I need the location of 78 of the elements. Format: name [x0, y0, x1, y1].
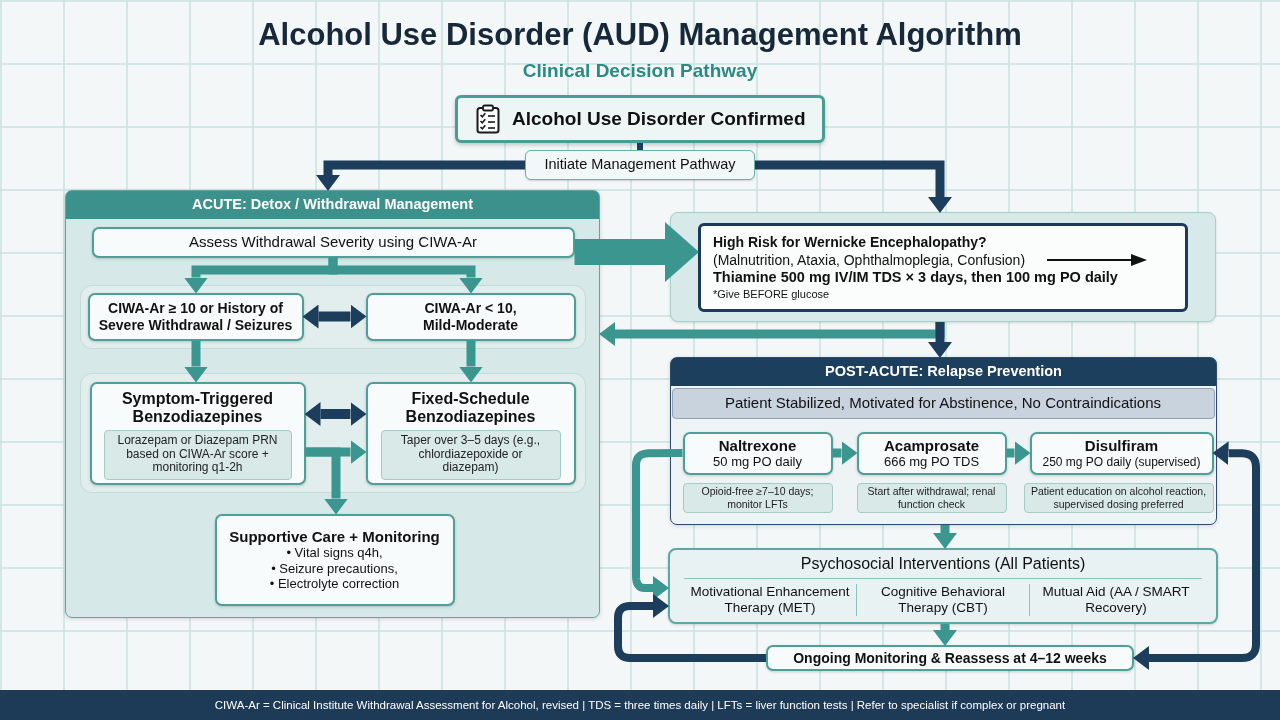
- arrow: [614, 594, 766, 662]
- arrow: [328, 257, 483, 294]
- note-text: Lorazepam or Diazepam PRN based on CIWA-Ar score + monitoring q1-2h: [116, 433, 279, 476]
- criteria-text: Patient Stabilized, Motivated for Abstinence, No Contraindications: [724, 394, 1162, 412]
- note-box: [1023, 482, 1214, 513]
- dosage-text: Thiamine 500 mg IV/IM TDS × 3 days, then 100 mg PO daily: [713, 269, 1118, 287]
- medication-box: [856, 431, 1007, 475]
- arrow: [459, 340, 483, 383]
- arrow: [316, 160, 525, 191]
- arrow: [755, 160, 952, 213]
- treatment-box: [365, 381, 576, 485]
- arrow: [933, 525, 957, 549]
- arrow: [305, 447, 348, 515]
- criteria-box: [87, 292, 304, 341]
- drug-name: Acamprosate: [883, 436, 979, 455]
- option-text: Motivational Enhancement Therapy (MET): [689, 583, 851, 616]
- highlight-panel: [670, 212, 1216, 322]
- step-text: Ongoing Monitoring & Reassess at 4–12 weeks: [793, 649, 1107, 667]
- arrow: [632, 449, 683, 600]
- criteria-text: CIWA-Ar ≥ 10 or History of Severe Withdrawal / Seizures: [97, 300, 294, 333]
- criteria-text: CIWA-Ar < 10, Mild-Moderate: [422, 300, 519, 333]
- heading: Symptom-Triggered Benzodiazepines: [120, 389, 275, 428]
- double-arrow: [1133, 441, 1260, 670]
- dose-text: 666 mg PO TDS: [883, 454, 980, 470]
- note-text: Patient education on alcohol reaction, supervised dosing preferred: [1029, 485, 1208, 510]
- intervention-panel: [668, 548, 1218, 624]
- subtitle: Clinical Decision Pathway: [522, 60, 758, 82]
- arrow: [928, 322, 952, 358]
- note-box: [856, 482, 1007, 513]
- dose-text: 250 mg PO daily (supervised): [1042, 454, 1201, 469]
- step-text: Assess Withdrawal Severity using CIWA-Ar: [189, 233, 477, 251]
- option-text: Cognitive Behavioral Therapy (CBT): [856, 583, 1029, 616]
- decision-box: [698, 223, 1188, 312]
- process-box: [766, 645, 1134, 671]
- note-text: Taper over 3–5 days (e.g., chlordiazepoxide or diazepam): [400, 433, 541, 476]
- step-text: Initiate Management Pathway: [544, 156, 736, 174]
- criteria-text: (Malnutrition, Ataxia, Ophthalmoplegia, Confusion): [713, 251, 1026, 269]
- criteria-box: [365, 292, 576, 341]
- start-box: [455, 95, 825, 143]
- arrow: [184, 340, 208, 383]
- heading: Supportive Care + Monitoring: [229, 527, 440, 546]
- criteria-band: [671, 387, 1215, 419]
- double-arrow: [302, 304, 367, 329]
- detail-box: [103, 429, 292, 480]
- note-text: Start after withdrawal; renal function check: [866, 485, 997, 510]
- question-text: High Risk for Wernicke Encephalopathy?: [713, 234, 987, 251]
- phase-panel: [670, 357, 1217, 525]
- phase-panel: [65, 190, 600, 618]
- heading: Alcohol Use Disorder Confirmed: [512, 107, 806, 131]
- option-text: Mutual Aid (AA / SMART Recovery): [1029, 583, 1202, 616]
- double-arrow: [304, 402, 367, 426]
- drug-name: Naltrexone: [718, 436, 797, 455]
- heading: Psychosocial Interventions (All Patients): [684, 555, 1202, 579]
- treatment-box: [89, 381, 306, 485]
- dose-text: 50 mg PO daily: [713, 454, 802, 470]
- note-text: Opioid-free ≥7–10 days; monitor LFTs: [700, 485, 815, 510]
- note-box: [682, 482, 833, 513]
- medication-box: [1029, 431, 1214, 475]
- process-box: [91, 226, 575, 258]
- title: Alcohol Use Disorder (AUD) Management Algorithm: [258, 17, 1022, 53]
- medication-box: [682, 431, 833, 475]
- drug-name: Disulfiram: [1084, 437, 1159, 455]
- arrow: [933, 624, 957, 646]
- arrow: [832, 441, 858, 465]
- pathway-box: [525, 150, 755, 180]
- caption: CIWA-Ar = Clinical Institute Withdrawal Assessment for Alcohol, revised | TDS = three times daily | LFTs = liver function tests | Refer to specialist if complex or pregnant: [214, 699, 1066, 711]
- arrow: [1006, 441, 1031, 465]
- bullet-item: • Vital signs q4h,: [286, 545, 383, 561]
- connector-line: [637, 143, 643, 150]
- block-arrow: [574, 222, 699, 282]
- heading: Fixed-Schedule Benzodiazepines: [404, 389, 537, 428]
- detail-box: [380, 429, 561, 480]
- panel-header: ACUTE: Detox / Withdrawal Management: [66, 191, 599, 219]
- footnote-text: *Give BEFORE glucose: [713, 287, 830, 301]
- process-box: [214, 513, 455, 606]
- panel-header: POST-ACUTE: Relapse Prevention: [671, 358, 1216, 386]
- bullet-item: • Electrolyte correction: [269, 576, 400, 592]
- bullet-item: • Seizure precautions,: [271, 560, 398, 576]
